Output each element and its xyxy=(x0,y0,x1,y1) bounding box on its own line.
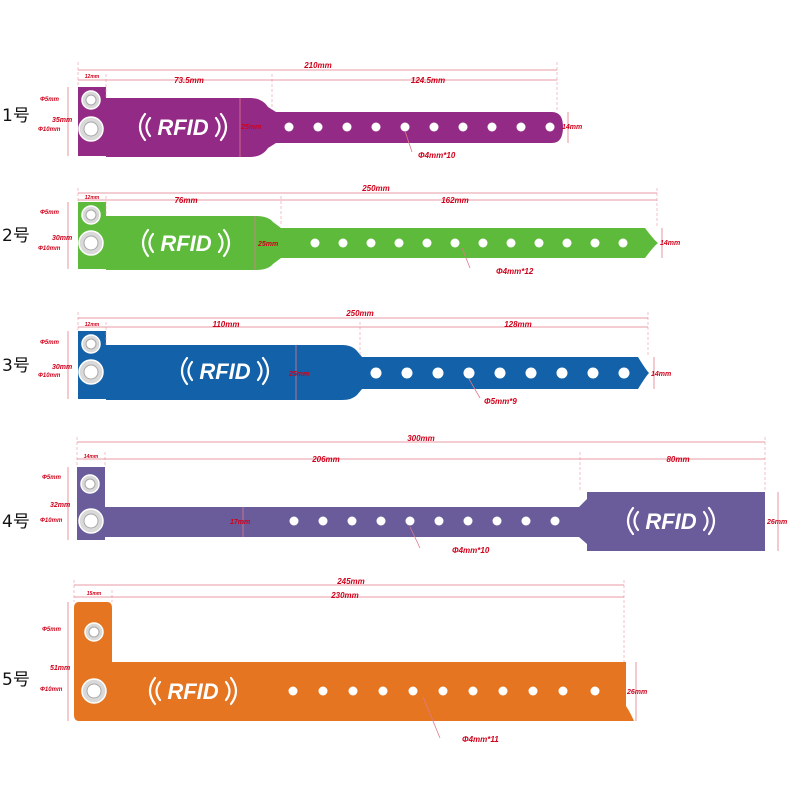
band-1-body-height: 25mm xyxy=(240,124,261,131)
band-2-tab-width: 12mm xyxy=(85,195,100,201)
band-3-segment-b: 128mm xyxy=(504,320,532,329)
band-2-strap-height: 14mm xyxy=(660,240,680,247)
band-4: 4号 RFID 300mm 14mm 206mm 80mm Φ5mm 32mm … xyxy=(2,434,787,555)
band-1-rfid-logo: RFID xyxy=(138,112,228,142)
band-4-holes xyxy=(289,516,560,526)
band-3-tab-height: 30mm xyxy=(52,364,72,371)
band-3: 3号 RFID 250mm 12mm 110mm 128mm Φ5mm 30mm… xyxy=(2,309,671,406)
band-2-tab-height: 30mm xyxy=(52,235,72,242)
band-4-tab-height: 32mm xyxy=(50,502,70,509)
band-5-rfid-logo: RFID xyxy=(148,676,238,706)
band-5-snap-small-dia: Φ5mm xyxy=(42,627,62,633)
band-3-snap-small-dia: Φ5mm xyxy=(40,340,60,346)
band-2-total-length: 250mm xyxy=(361,184,390,193)
band-5-tab-width: 15mm xyxy=(87,591,102,597)
band-3-holes xyxy=(370,367,630,379)
band-4-index-label: 4号 xyxy=(2,512,30,532)
band-1-tab-height: 35mm xyxy=(52,117,72,124)
band-3-body-height: 25mm xyxy=(288,371,309,378)
band-1-snap-large-dia: Φ10mm xyxy=(38,127,61,133)
band-5-tab-height: 51mm xyxy=(50,665,70,672)
band-2-rfid-logo: RFID xyxy=(141,228,231,258)
band-4-total-length: 300mm xyxy=(407,434,435,443)
band-3-segment-a: 110mm xyxy=(213,320,240,329)
band-5-strap-height: 26mm xyxy=(626,689,647,696)
band-5-holes xyxy=(288,686,600,696)
band-3-index-label: 3号 xyxy=(2,356,30,376)
band-4-segment-a: 206mm xyxy=(311,455,340,464)
band-1-holes xyxy=(284,122,555,132)
band-4-rfid-logo: RFID xyxy=(626,506,716,536)
band-2-snap-large-dia: Φ10mm xyxy=(38,246,61,252)
band-2-segment-a: 76mm xyxy=(174,196,197,205)
band-1-segment-a: 73.5mm xyxy=(174,76,204,85)
band-4-body xyxy=(77,467,765,551)
band-3-snap-large-dia: Φ10mm xyxy=(38,373,61,379)
band-1-snap-small-dia: Φ5mm xyxy=(40,97,60,103)
band-5-total-length: 245mm xyxy=(336,577,365,586)
band-4-tab-width: 14mm xyxy=(84,454,99,460)
band-1-index-label: 1号 xyxy=(2,106,30,126)
band-5: 5号 RFID 245mm 15mm 230mm Φ5mm 51mm Φ10mm… xyxy=(2,577,647,744)
band-1-total-length: 210mm xyxy=(303,61,332,70)
band-4-snap-large-dia: Φ10mm xyxy=(40,518,63,524)
band-1-tab-width: 12mm xyxy=(85,74,100,80)
band-4-segment-b: 80mm xyxy=(666,455,689,464)
band-3-strap-height: 14mm xyxy=(651,371,671,378)
band-3-body xyxy=(78,331,649,400)
band-4-rfid-text: RFID xyxy=(645,509,696,534)
band-5-index-label: 5号 xyxy=(2,670,30,690)
band-5-body xyxy=(74,602,634,721)
band-1-body xyxy=(78,87,563,157)
band-4-holes-label: Φ4mm*10 xyxy=(452,546,490,555)
band-3-rfid-logo: RFID xyxy=(180,356,270,386)
band-1-strap-height: 14mm xyxy=(562,124,582,131)
band-3-total-length: 250mm xyxy=(345,309,374,318)
band-3-rfid-text: RFID xyxy=(199,359,250,384)
band-3-holes-label: Φ5mm*9 xyxy=(484,397,517,406)
band-5-holes-label: Φ4mm*11 xyxy=(462,735,499,744)
band-5-segment-a: 230mm xyxy=(330,591,359,600)
band-1-segment-b: 124.5mm xyxy=(411,76,445,85)
band-4-body-height: 17mm xyxy=(230,519,250,526)
band-2-segment-b: 162mm xyxy=(441,196,469,205)
band-5-snap-large-dia: Φ10mm xyxy=(40,687,63,693)
band-2-body-height: 25mm xyxy=(257,241,278,248)
band-1: 1号 RFID 210mm 12mm 73.5mm 124.5mm Φ5mm 3… xyxy=(2,61,582,160)
band-3-tab-width: 12mm xyxy=(85,322,100,328)
band-2-holes-label: Φ4mm*12 xyxy=(496,267,534,276)
band-2: 2号 RFID 250mm 12mm 76mm 162mm Φ5mm 30mm … xyxy=(2,184,680,276)
band-2-rfid-text: RFID xyxy=(160,231,211,256)
band-1-holes-label: Φ4mm*10 xyxy=(418,151,456,160)
band-1-rfid-text: RFID xyxy=(157,115,208,140)
band-2-index-label: 2号 xyxy=(2,226,30,246)
band-2-snap-small-dia: Φ5mm xyxy=(40,210,60,216)
band-2-body xyxy=(78,202,658,270)
band-4-strap-height: 26mm xyxy=(766,519,787,526)
band-2-holes xyxy=(310,238,628,248)
band-4-snap-small-dia: Φ5mm xyxy=(42,475,62,481)
band-5-rfid-text: RFID xyxy=(167,679,218,704)
